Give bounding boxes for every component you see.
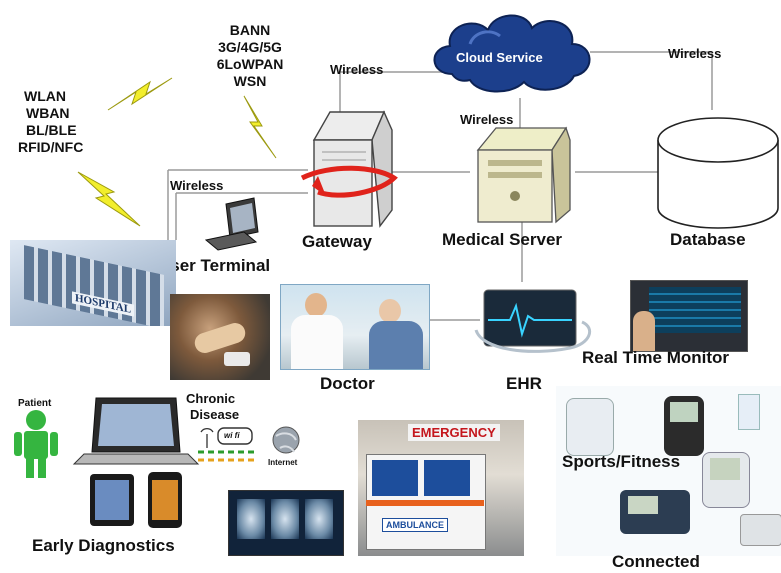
patient-care-photo (170, 294, 270, 380)
internet-globe-icon (272, 426, 300, 454)
gateway-arrow-head-icon (312, 176, 326, 196)
doctor-photo (280, 284, 430, 370)
wireless-label-gateway-cloud: Wireless (330, 62, 384, 77)
hospital-building-image: HOSPITAL (10, 240, 176, 326)
sports-fitness-label: Sports/Fitness (562, 452, 681, 471)
ehr-label: EHR (506, 374, 542, 393)
medical-server-label: Medical Server (442, 230, 563, 249)
xray-diagnostics-photo (228, 490, 344, 556)
gateway-arrow-icon (300, 165, 398, 198)
wireless-label-terminal: Wireless (170, 178, 224, 193)
real-time-monitor-photo (630, 280, 748, 352)
protocols-left-list: WLAN WBAN BL/BLE RFID/NFC (18, 88, 83, 156)
chronic-disease-label-line1: Chronic (186, 391, 236, 406)
sync-arrows-icon (198, 450, 256, 462)
gateway-icon (312, 110, 393, 228)
database-label: Database (670, 230, 746, 249)
lightning-bolt-top-right (243, 95, 277, 159)
medical-server-icon (476, 126, 571, 224)
wifi-icon (217, 427, 253, 445)
lightning-bolt-left (77, 171, 141, 227)
protocol-item: WLAN (24, 88, 66, 104)
protocol-item: BL/BLE (26, 122, 77, 138)
internet-label: Internet (268, 458, 298, 467)
patient-icon (14, 410, 58, 478)
protocol-item: 3G/4G/5G (218, 39, 282, 55)
real-time-monitor-label: Real Time Monitor (582, 348, 730, 367)
protocol-item: WBAN (26, 105, 70, 121)
gateway-label: Gateway (302, 232, 372, 251)
connected-label: Connected (612, 552, 700, 571)
doctor-label: Doctor (320, 374, 375, 393)
chronic-disease-label-line2: Disease (190, 407, 240, 422)
laptop-icon (72, 397, 200, 465)
fitness-devices-photo (556, 386, 781, 556)
user-terminal-icon (204, 197, 259, 251)
pulse-oximeter-icon (566, 398, 614, 456)
cloud-icon (433, 14, 591, 93)
scale-icon (740, 514, 781, 546)
protocol-item: 6LoWPAN (216, 56, 284, 72)
wireless-label-cloud-server: Wireless (460, 112, 514, 127)
ambulance-photo: EMERGENCY AMBULANCE (358, 420, 524, 556)
antenna-icon (200, 428, 214, 448)
tablet-icon (90, 474, 134, 526)
ehr-heart-monitor-icon (474, 289, 592, 353)
user-terminal-label: User Terminal (158, 256, 271, 275)
lightning-bolts (77, 77, 277, 227)
protocol-item: BANN (229, 22, 271, 38)
protocols-top-list: BANN 3G/4G/5G 6LoWPAN WSN (200, 22, 300, 90)
cloud-service-label: Cloud Service (456, 50, 543, 65)
protocol-item: WSN (233, 73, 267, 89)
smartphone-icon (148, 472, 182, 528)
hospital-windows (24, 245, 164, 326)
emergency-sign: EMERGENCY (408, 424, 500, 441)
patient-label: Patient (18, 398, 52, 409)
early-diagnostics-label: Early Diagnostics (32, 536, 175, 555)
protocol-item: RFID/NFC (18, 139, 84, 155)
wireless-label-cloud-database: Wireless (668, 46, 722, 61)
database-icon (657, 117, 779, 229)
ambulance-sign: AMBULANCE (382, 518, 448, 532)
lightning-bolt-top-left (107, 77, 173, 111)
medicine-bottle-icon (738, 394, 760, 430)
wifi-label: wi fi (224, 431, 240, 440)
